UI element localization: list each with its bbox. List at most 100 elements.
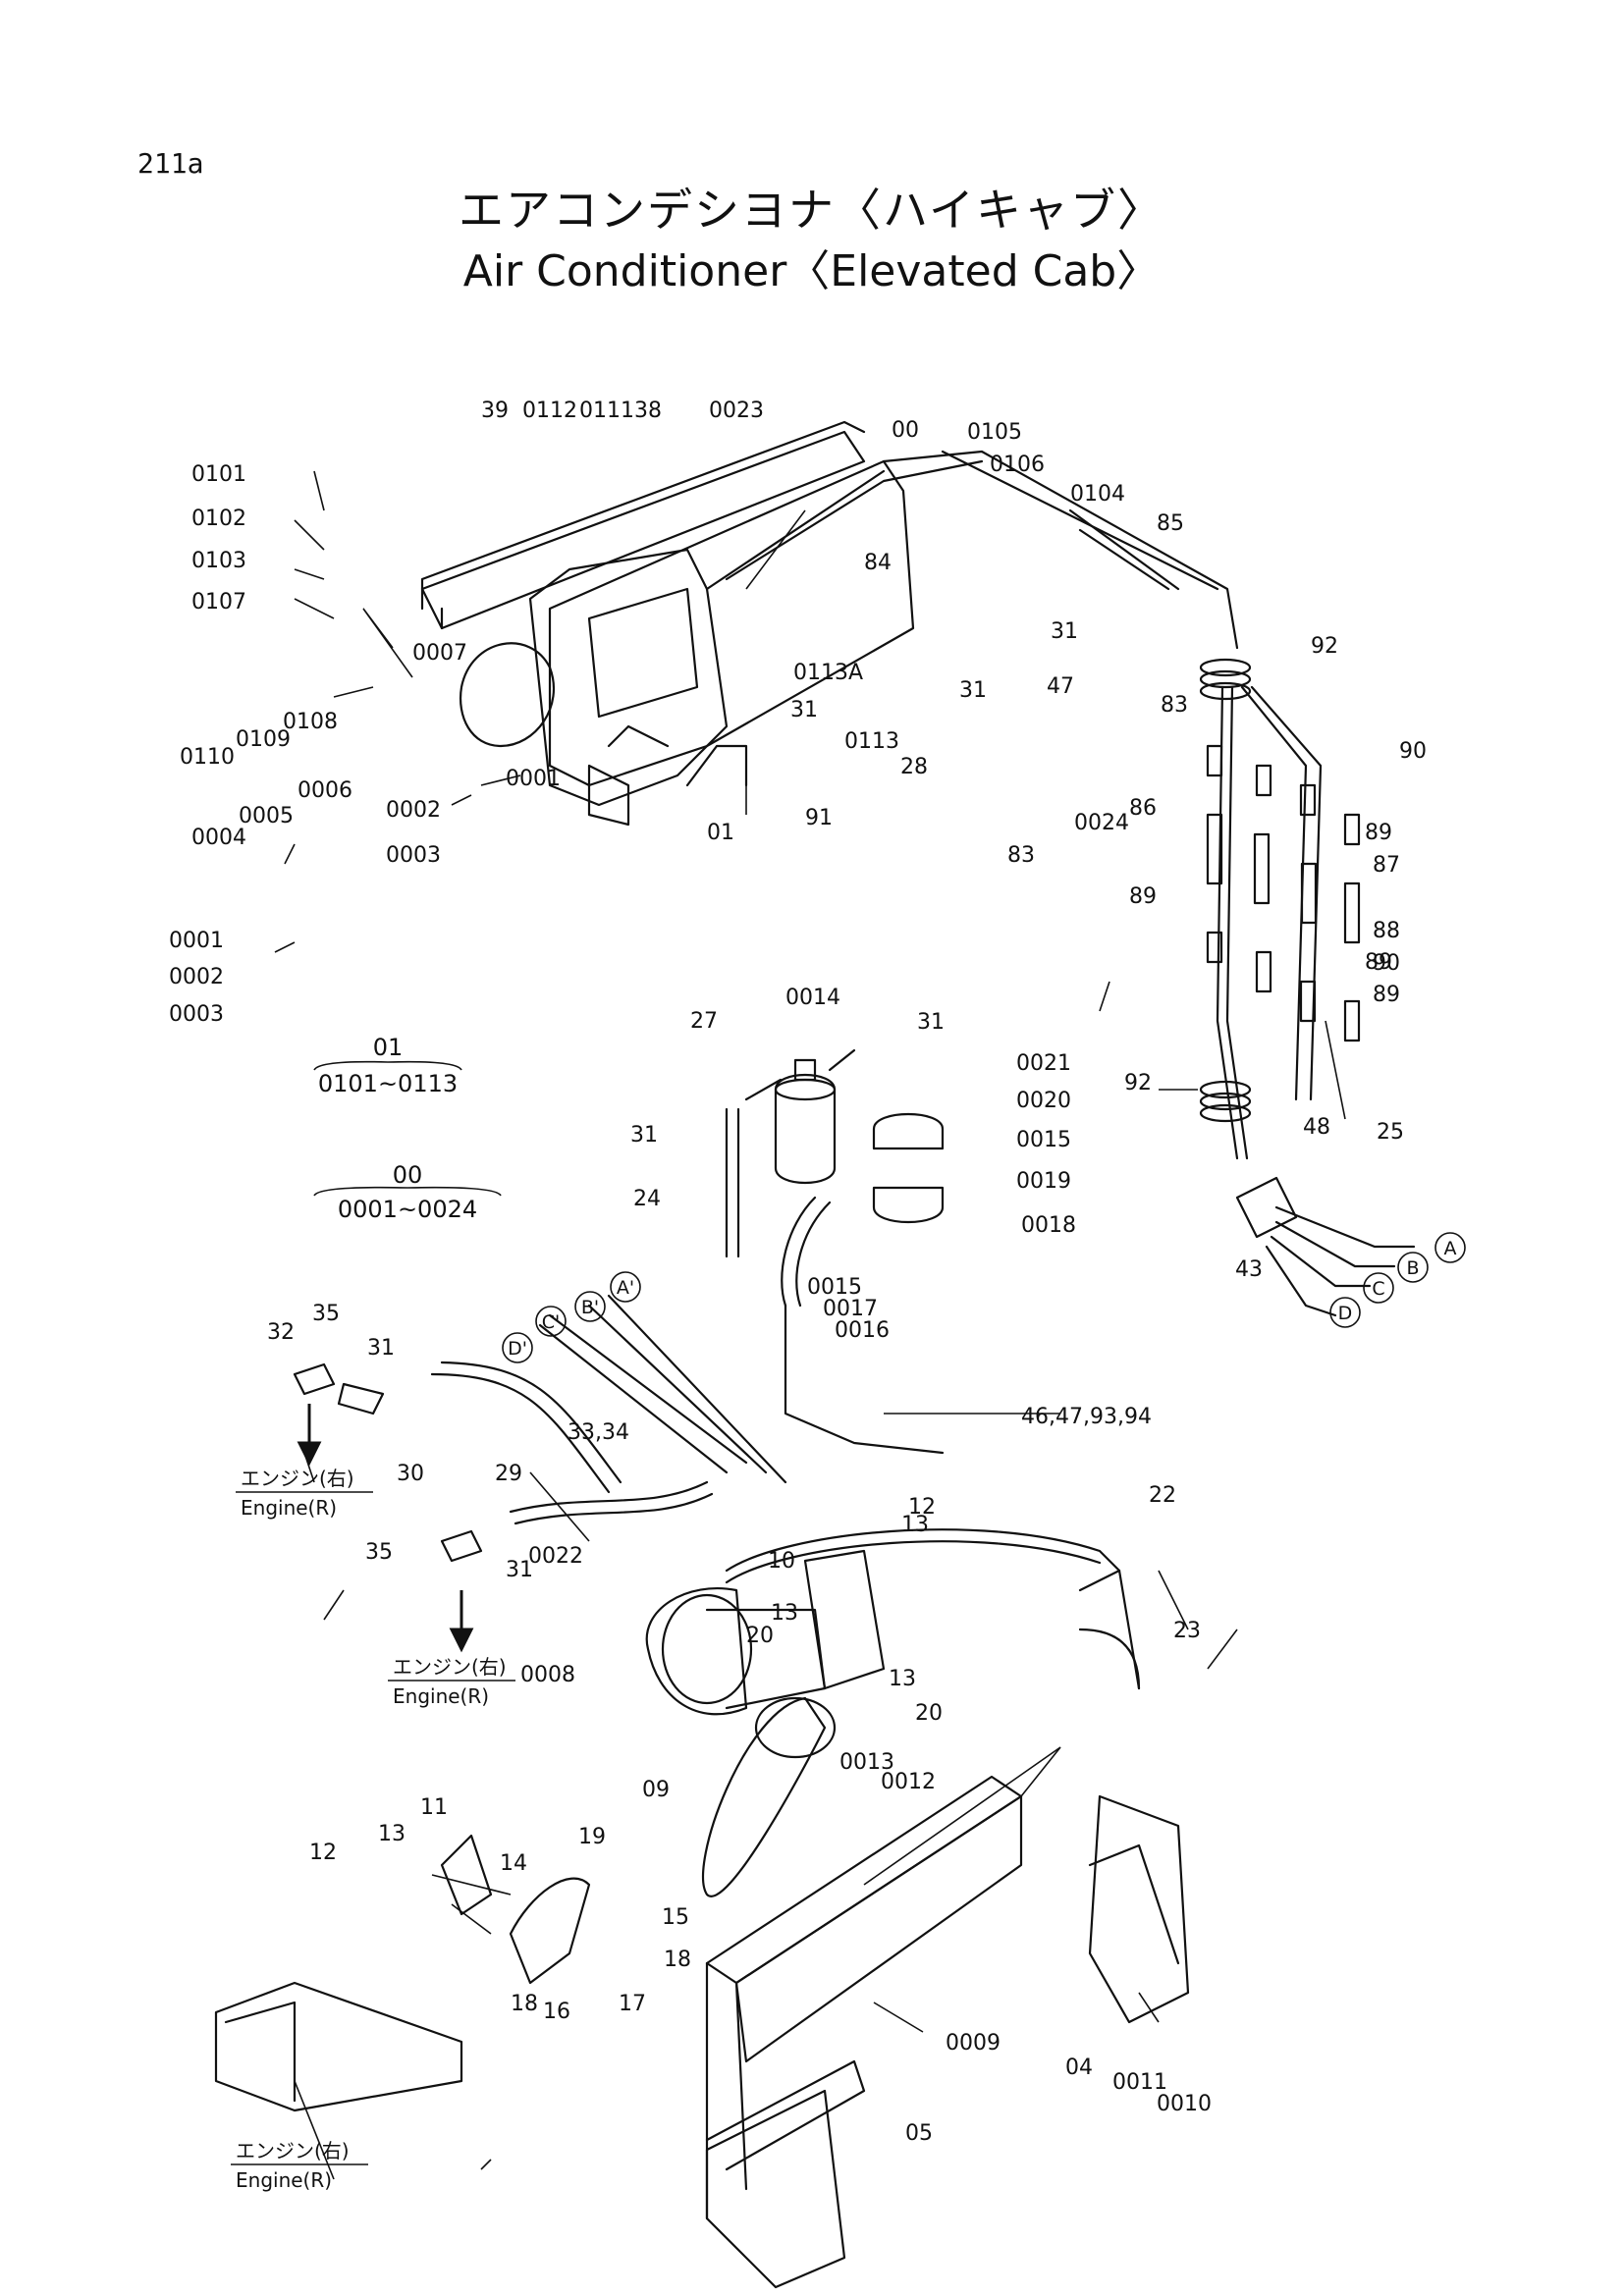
callout-label: 0111	[579, 399, 634, 423]
callout-label: 31	[630, 1123, 658, 1148]
callout-label: 0015	[1016, 1128, 1071, 1152]
callout-label: 0010	[1157, 2092, 1212, 2116]
callout-label: 0019	[1016, 1169, 1071, 1194]
engine-note-jp: エンジン(右)	[241, 1467, 354, 1490]
callout-label: 89	[1129, 884, 1157, 909]
callout-label: 0023	[709, 399, 764, 423]
engine-note-en: Engine(R)	[241, 1496, 337, 1520]
callout-label: 0110	[180, 745, 235, 770]
connection-label-b: B	[1397, 1252, 1429, 1283]
callout-label: 0112	[522, 399, 577, 423]
callout-label: 0017	[823, 1297, 878, 1321]
callout-label: 0003	[169, 1002, 224, 1027]
callout-label: 0108	[283, 710, 338, 734]
callout-label: 0104	[1070, 482, 1125, 507]
callout-label: 33,34	[568, 1420, 629, 1445]
callout-label: 0008	[520, 1663, 575, 1687]
callout-label: 88	[1373, 919, 1400, 943]
callout-label: 0113A	[793, 661, 863, 685]
callout-label: 0109	[236, 727, 291, 752]
callout-label: 0004	[191, 826, 246, 850]
connection-circle-labels: A BCD A' B' C' D'	[502, 1232, 1466, 1363]
group-00-range: 0001~0024	[338, 1196, 477, 1223]
leader-lines	[274, 470, 1346, 2180]
callout-label: 24	[633, 1187, 661, 1211]
connection-label-dprime: D'	[502, 1332, 533, 1363]
connection-label-a: A	[1434, 1232, 1466, 1263]
callout-label: 84	[864, 551, 892, 575]
callout-label: 30	[397, 1462, 424, 1486]
svg-text:B': B'	[581, 1297, 599, 1318]
callout-label: 0102	[191, 507, 246, 531]
callout-label: 13	[889, 1667, 916, 1691]
engine-note-2: エンジン(右) Engine(R)	[388, 1655, 515, 1708]
callout-label: 13	[378, 1822, 406, 1846]
callout-label: 48	[1303, 1115, 1330, 1140]
callout-label: 0024	[1074, 811, 1129, 835]
callout-label: 46,47,93,94	[1021, 1405, 1152, 1429]
callout-label: 05	[905, 2121, 933, 2146]
callout-label: 85	[1157, 511, 1184, 536]
callout-label: 43	[1235, 1257, 1263, 1282]
callout-label: 47	[1047, 674, 1074, 699]
engine-note-en: Engine(R)	[236, 2168, 332, 2192]
title-english: Air Conditioner〈Elevated Cab〉	[462, 246, 1161, 296]
engine-note-1: エンジン(右) Engine(R)	[236, 1467, 373, 1520]
callout-label: 0013	[839, 1750, 894, 1775]
callout-label: 31	[790, 698, 818, 722]
connection-label-c: C	[1363, 1272, 1394, 1304]
callout-label: 87	[1373, 853, 1400, 878]
callout-label: 18	[511, 1992, 538, 2016]
callout-label: 15	[662, 1905, 689, 1930]
callout-label: 09	[642, 1778, 670, 1802]
svg-text:D': D'	[508, 1338, 527, 1360]
callout-label: 0005	[239, 804, 294, 828]
callout-label: 10	[768, 1549, 795, 1574]
callout-label: 31	[1051, 619, 1078, 644]
svg-text:A: A	[1444, 1238, 1457, 1259]
callout-label: 04	[1065, 2056, 1093, 2080]
callout-label: 0002	[169, 965, 224, 989]
callout-label: 0015	[807, 1275, 862, 1300]
callout-label: 0012	[881, 1770, 936, 1794]
connection-label-aprime: A'	[610, 1271, 641, 1303]
group-01-range: 0101~0113	[318, 1070, 458, 1097]
callout-label: 89	[1373, 983, 1400, 1007]
callout-label: 0107	[191, 590, 246, 614]
callout-label: 17	[619, 1992, 646, 2016]
callout-label: 0003	[386, 843, 441, 868]
group-01-number: 01	[373, 1034, 404, 1061]
group-00-number: 00	[393, 1161, 423, 1189]
group-00-label: 00 0001~0024	[313, 1161, 502, 1223]
callout-label: 0020	[1016, 1089, 1071, 1113]
callout-label: 83	[1161, 693, 1188, 718]
callout-label: 00	[892, 418, 919, 443]
callout-label: 20	[746, 1624, 774, 1648]
callout-label: 0018	[1021, 1213, 1076, 1238]
svg-text:B: B	[1406, 1257, 1419, 1279]
callout-label: 0021	[1016, 1051, 1071, 1076]
callout-label: 0014	[785, 986, 840, 1010]
callout-label: 0007	[412, 641, 467, 666]
callout-label: 28	[900, 755, 928, 779]
callout-label: 31	[506, 1558, 533, 1582]
callout-label: 20	[915, 1701, 943, 1726]
callout-label: 83	[1007, 843, 1035, 868]
callout-label: 19	[578, 1825, 606, 1849]
callout-label: 13	[901, 1513, 929, 1537]
callout-label: 0006	[298, 778, 352, 803]
callout-label: 31	[917, 1010, 945, 1035]
callout-label: 0101	[191, 462, 246, 487]
callout-label: 01	[707, 821, 734, 845]
callout-label: 35	[312, 1302, 340, 1326]
callout-label: 12	[908, 1495, 936, 1520]
callout-label: 89	[1365, 950, 1392, 975]
callout-label: 25	[1377, 1120, 1404, 1145]
engine-note-jp: エンジン(右)	[393, 1655, 507, 1679]
callout-label: 91	[805, 806, 833, 830]
callout-label: 0016	[835, 1318, 890, 1343]
engine-note-jp: エンジン(右)	[236, 2139, 350, 2163]
connection-label-cprime: C'	[535, 1306, 567, 1337]
connection-label-d: D	[1329, 1297, 1361, 1328]
